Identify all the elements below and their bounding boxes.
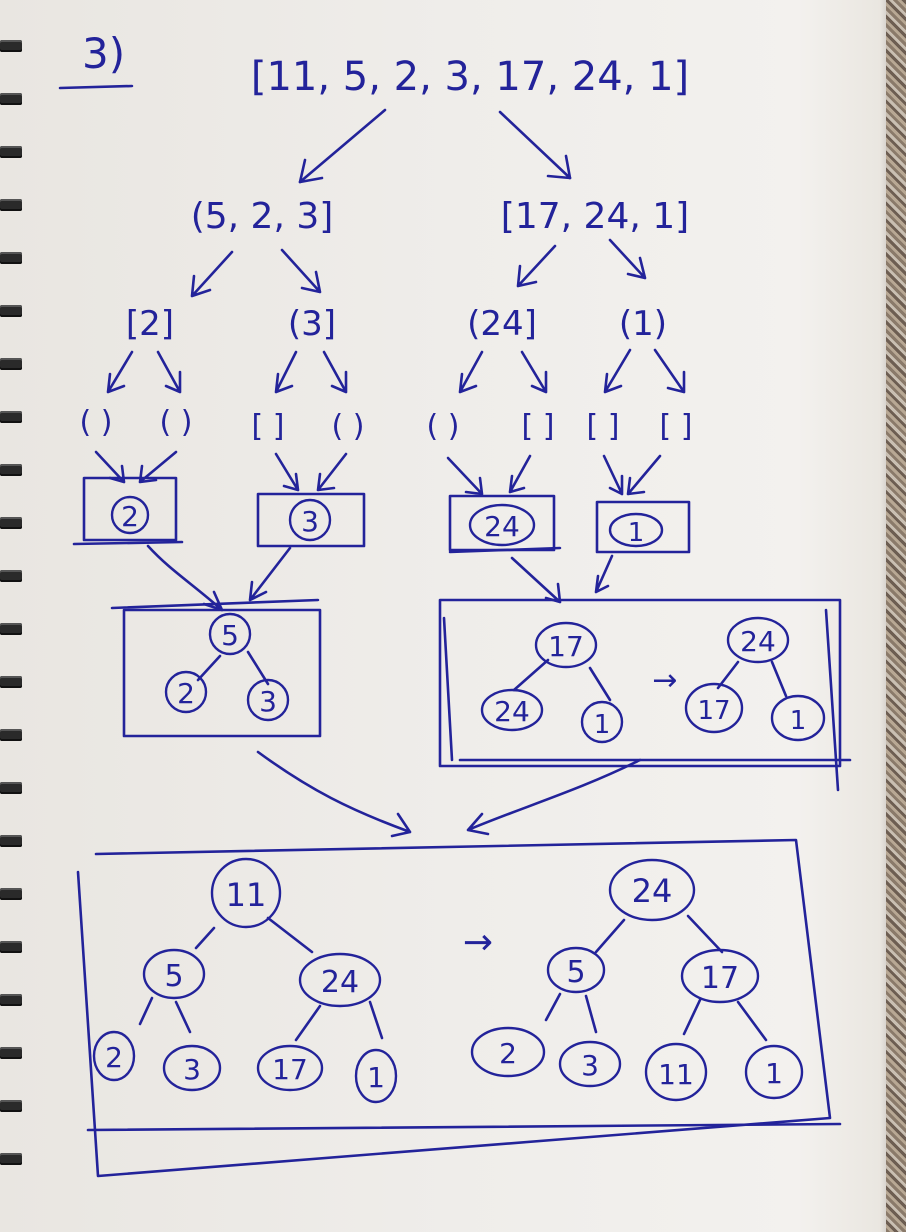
svg-text:[ ]: [ ] <box>252 409 285 444</box>
binding-ring <box>0 888 22 900</box>
svg-text:( ): ( ) <box>332 409 365 444</box>
final-after-rr: 1 <box>765 1057 783 1090</box>
split-right: [17, 24, 1] <box>501 196 689 237</box>
final-after-rl: 11 <box>658 1058 694 1091</box>
final-after-l: 5 <box>566 955 585 990</box>
left-subheap-left: 2 <box>177 677 195 710</box>
binding-ring <box>0 199 22 211</box>
final-after-tree: 24 5 17 2 3 11 1 <box>470 858 804 1102</box>
binding-ring <box>0 411 22 423</box>
svg-text:[ ]: [ ] <box>587 409 620 444</box>
binding-ring <box>0 570 22 582</box>
binding-ring <box>0 40 22 52</box>
binding-ring <box>0 623 22 635</box>
singleton-2: [2] <box>126 304 174 344</box>
label-underline <box>58 84 134 90</box>
right-before-left: 24 <box>494 695 530 728</box>
right-before-right: 1 <box>594 710 611 740</box>
binding-ring <box>0 93 22 105</box>
split-arrows <box>298 108 572 184</box>
problem-label: 3) <box>82 29 125 78</box>
final-after-ll: 2 <box>499 1037 517 1070</box>
leaf-24: 24 <box>484 510 520 543</box>
svg-text:[ ]: [ ] <box>660 409 693 444</box>
right-after-right: 1 <box>790 706 807 736</box>
spiral-binding <box>0 0 24 1232</box>
singleton-1: (1) <box>619 304 667 344</box>
level3-arrows <box>106 348 686 394</box>
binding-ring <box>0 729 22 741</box>
binding-ring <box>0 146 22 158</box>
final-before-l: 5 <box>164 959 183 994</box>
heap-diagram: 3) [11, 5, 2, 3, 17, 24, 1] (5, 2, 3] [1… <box>58 29 852 1178</box>
final-before-root: 11 <box>226 876 267 914</box>
binding-ring <box>0 1153 22 1165</box>
svg-text:( ): ( ) <box>160 405 193 440</box>
binding-ring <box>0 994 22 1006</box>
binding-ring <box>0 782 22 794</box>
level4-arrows <box>94 450 662 496</box>
input-array: [11, 5, 2, 3, 17, 24, 1] <box>251 54 689 100</box>
binding-ring <box>0 941 22 953</box>
right-after-left: 17 <box>697 696 730 726</box>
leaf-boxes: 2 3 24 1 <box>72 476 691 554</box>
split-left: (5, 2, 3] <box>191 196 334 237</box>
final-before-lr: 3 <box>183 1053 201 1086</box>
final-before-tree: 11 5 24 2 3 17 1 <box>92 857 398 1104</box>
transform-arrow-2: → <box>463 922 493 963</box>
empty-lists: ( ) ( ) [ ] ( ) ( ) [ ] [ ] [ ] <box>80 405 693 444</box>
svg-text:( ): ( ) <box>80 405 113 440</box>
final-before-ll: 2 <box>105 1041 123 1074</box>
right-subheap-box: 17 24 1 → 24 17 1 <box>438 598 852 792</box>
right-after-root: 24 <box>740 625 776 658</box>
binding-ring <box>0 252 22 264</box>
leaf-3: 3 <box>301 505 319 538</box>
binding-ring <box>0 305 22 317</box>
left-subheap-right: 3 <box>259 685 277 718</box>
final-after-lr: 3 <box>581 1049 599 1082</box>
final-after-r: 17 <box>701 961 739 996</box>
left-subheap-box: 5 2 3 <box>110 598 322 738</box>
binding-ring <box>0 676 22 688</box>
leaf-1: 1 <box>628 518 645 548</box>
final-heap-box <box>76 838 842 1178</box>
right-before-root: 17 <box>548 630 584 663</box>
binding-ring <box>0 464 22 476</box>
final-before-rr: 1 <box>367 1061 385 1094</box>
level2-arrows <box>190 238 647 298</box>
binding-ring <box>0 1047 22 1059</box>
paper-edge-shadow <box>880 0 890 1232</box>
svg-text:[ ]: [ ] <box>522 409 555 444</box>
binding-ring <box>0 1100 22 1112</box>
svg-text:( ): ( ) <box>427 409 460 444</box>
binding-ring <box>0 835 22 847</box>
transform-arrow-1: → <box>652 663 677 698</box>
singleton-24: (24] <box>467 304 537 344</box>
merge-arrows-2 <box>256 750 642 838</box>
final-before-rl: 17 <box>272 1053 308 1086</box>
binding-ring <box>0 517 22 529</box>
left-subheap-root: 5 <box>221 619 239 652</box>
final-after-root: 24 <box>632 872 673 910</box>
final-before-r: 24 <box>321 965 359 1000</box>
fabric-background <box>886 0 906 1232</box>
leaf-2: 2 <box>121 500 139 533</box>
singleton-3: (3] <box>288 304 336 344</box>
binding-ring <box>0 358 22 370</box>
